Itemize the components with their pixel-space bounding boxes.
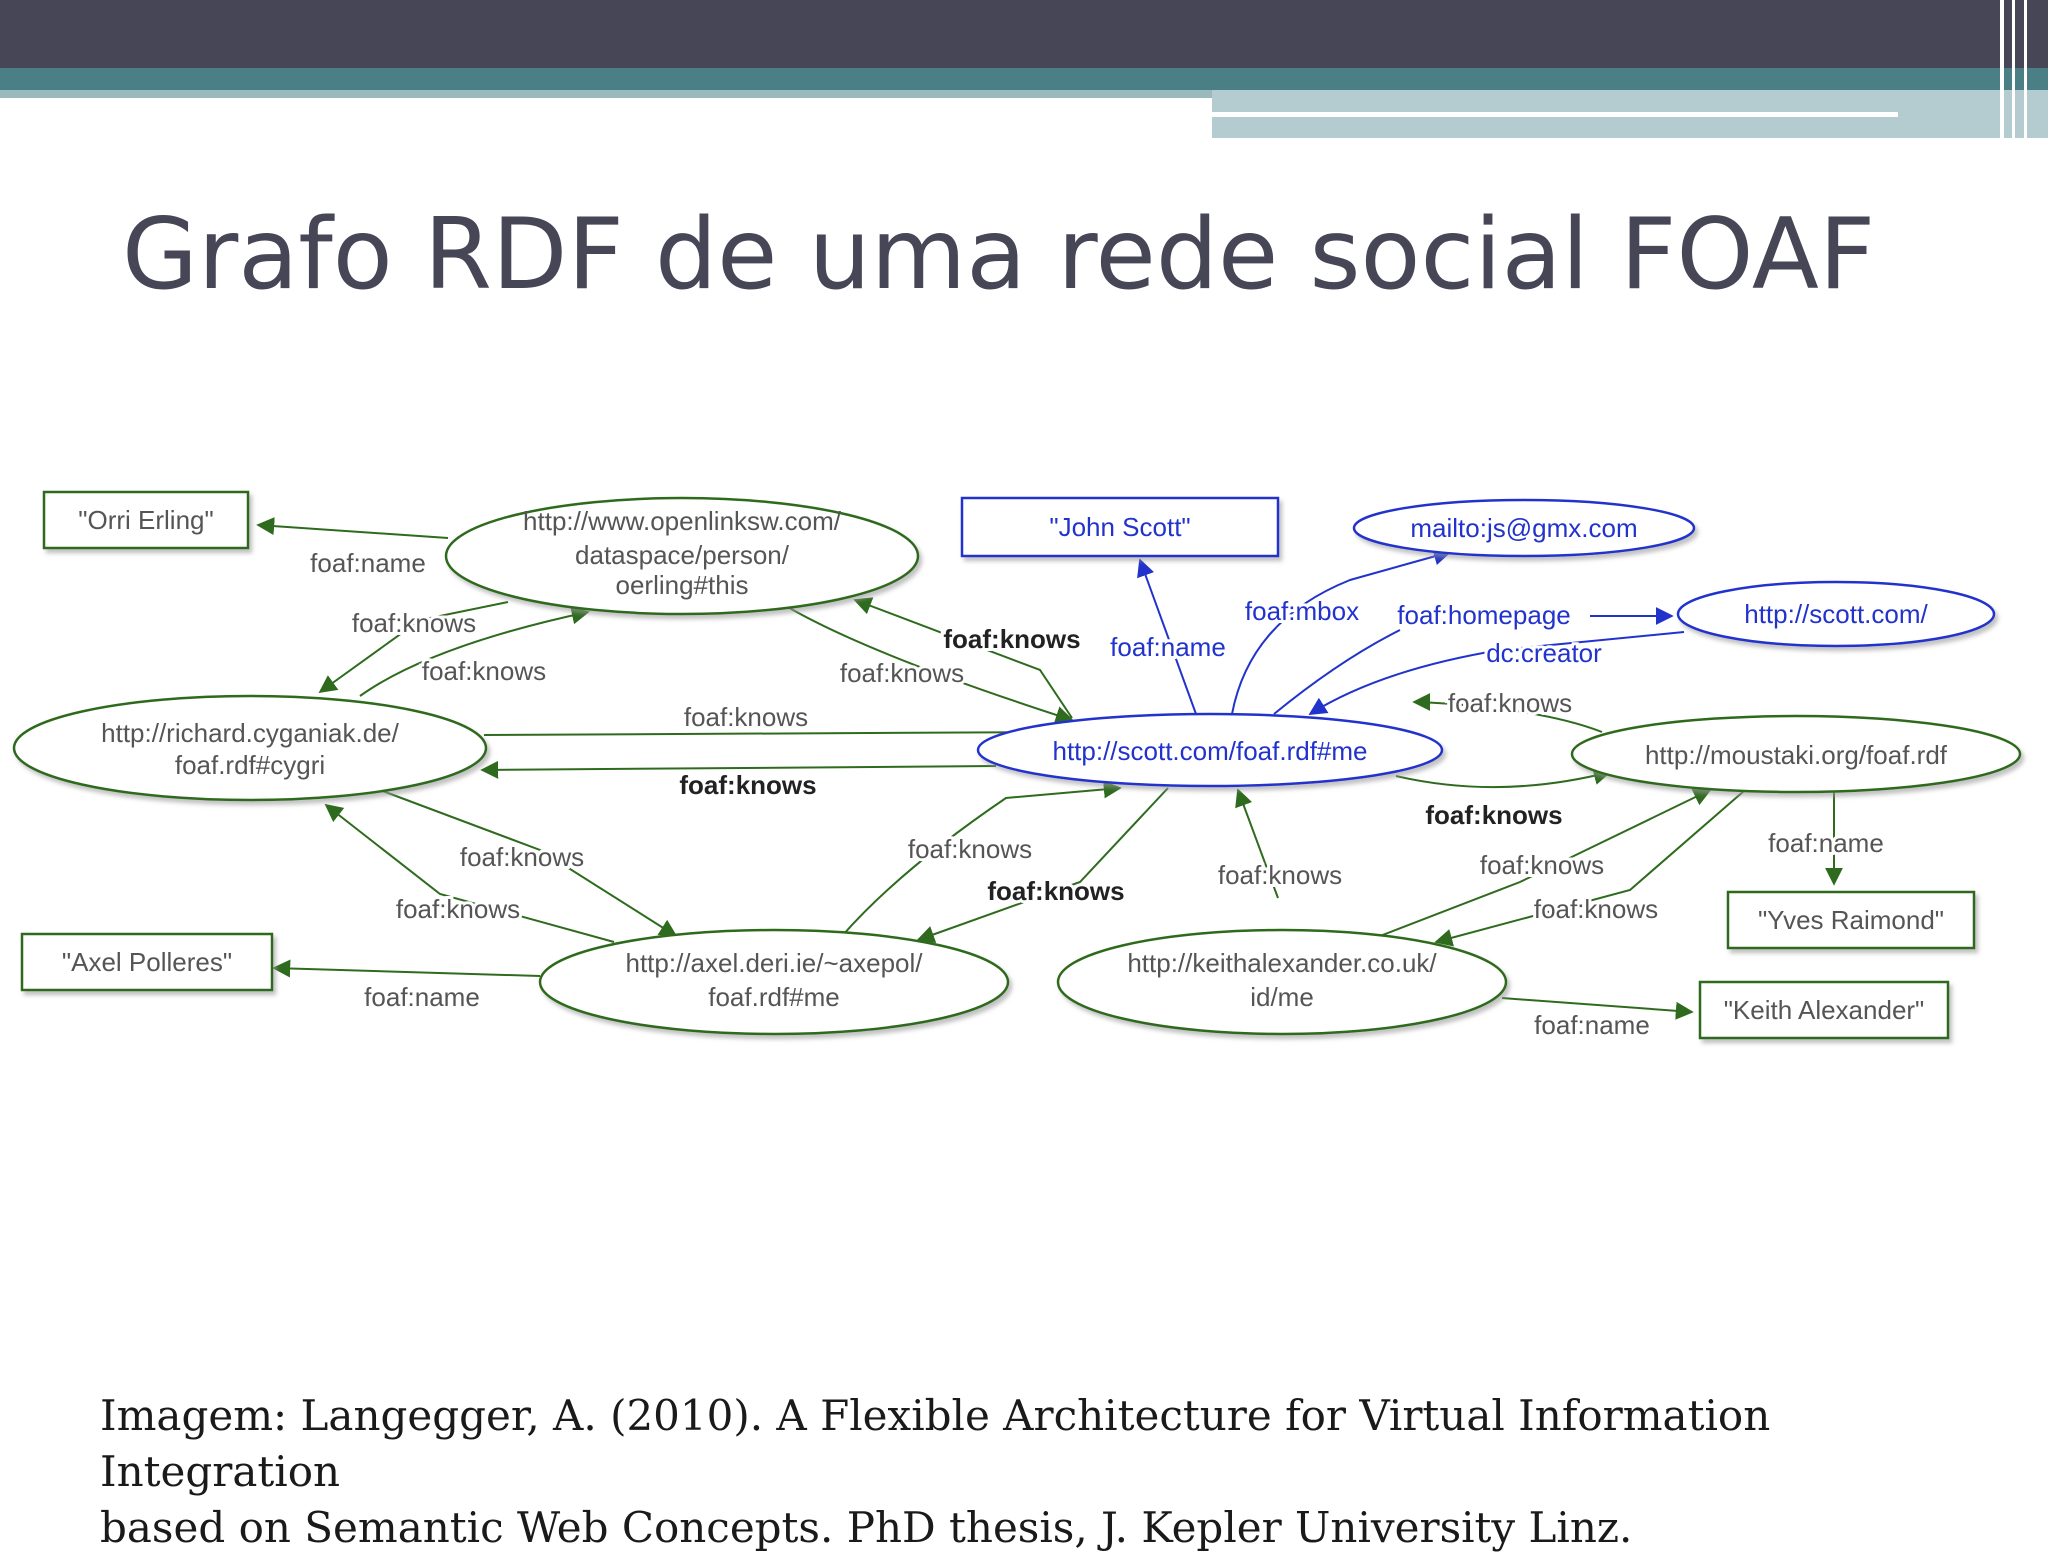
label-moustaki-scott-knows: foaf:knows <box>1448 688 1572 718</box>
header-stripe <box>2000 0 2004 138</box>
edge-cygri-scott <box>483 723 1068 742</box>
literal-axel-name-text: "Axel Polleres" <box>62 947 232 977</box>
slide-title: Grafo RDF de uma rede social FOAF <box>122 198 1876 312</box>
node-axel-line1: http://axel.deri.ie/~axepol/ <box>625 948 923 978</box>
edge-axel-cygri <box>324 803 615 943</box>
literal-yves: "Yves Raimond" <box>1726 890 1976 950</box>
node-openlink: http://www.openlinksw.com/ dataspace/per… <box>444 496 920 616</box>
edge-axel-name <box>272 959 541 978</box>
literal-keith-name-text: "Keith Alexander" <box>1724 995 1925 1025</box>
header-teal-band <box>0 68 2048 90</box>
node-mailto-text: mailto:js@gmx.com <box>1410 513 1637 543</box>
rdf-graph-diagram: "Orri Erling" "John Scott" "Axel Pollere… <box>12 490 2022 1043</box>
edge-openlink-orri <box>256 517 449 539</box>
header-stripe <box>2012 0 2015 138</box>
header-stripe <box>2024 0 2027 138</box>
edge-openlink-scott <box>785 605 1074 724</box>
node-openlink-line2: dataspace/person/ <box>575 540 790 570</box>
label-scott-axel-knows: foaf:knows <box>987 876 1124 906</box>
label-scott-homepage: foaf:homepage <box>1397 600 1570 630</box>
image-citation: Imagem: Langegger, A. (2010). A Flexible… <box>100 1388 2000 1556</box>
node-cygri-line2: foaf.rdf#cygri <box>175 750 325 780</box>
label-keith-scott-knows: foaf:knows <box>1218 860 1342 890</box>
label-keith-moustaki-knows: foaf:knows <box>1480 850 1604 880</box>
node-openlink-line1: http://www.openlinksw.com/ <box>523 506 842 536</box>
literal-orri: "Orri Erling" <box>42 490 250 550</box>
label-cygri-openlink-knows: foaf:knows <box>422 656 546 686</box>
edge-scott-homepage-label <box>1273 629 1401 715</box>
literal-keith-name: "Keith Alexander" <box>1698 980 1950 1040</box>
label-cygri-axel-knows: foaf:knows <box>460 842 584 872</box>
header-light-band <box>0 90 1212 98</box>
node-scott-text: http://scott.com/foaf.rdf#me <box>1052 736 1367 766</box>
node-openlink-line3: oerling#this <box>616 570 749 600</box>
edge-scott-cygri <box>480 760 997 779</box>
label-dc-creator: dc:creator <box>1486 638 1602 668</box>
label-openlink-cygri-knows: foaf:knows <box>352 608 476 638</box>
edge-moustaki-keith <box>1434 783 1753 947</box>
node-homepage-text: http://scott.com/ <box>1744 599 1928 629</box>
header-line <box>1212 112 1898 117</box>
literal-axel-name: "Axel Polleres" <box>20 932 274 992</box>
edge-moustaki-scott <box>1412 693 1603 733</box>
edge-scott-openlink <box>853 597 1073 719</box>
edge-cygri-openlink <box>359 606 590 697</box>
node-homepage: http://scott.com/ <box>1676 580 1996 648</box>
literal-john: "John Scott" <box>960 496 1280 558</box>
label-axel-scott-knows: foaf:knows <box>908 834 1032 864</box>
label-scott-mbox: foaf:mbox <box>1245 596 1359 626</box>
citation-line-1: Imagem: Langegger, A. (2010). A Flexible… <box>100 1391 1771 1496</box>
label-scott-moustaki-knows: foaf:knows <box>1425 800 1562 830</box>
edge-cygri-axel <box>379 789 678 937</box>
edge-scott-mbox <box>1231 547 1452 715</box>
label-cygri-scott-knows: foaf:knows <box>684 702 808 732</box>
label-openlink-name: foaf:name <box>310 548 426 578</box>
node-keith: http://keithalexander.co.uk/ id/me <box>1056 928 1508 1036</box>
node-axel: http://axel.deri.ie/~axepol/ foaf.rdf#me <box>538 928 1010 1036</box>
edge-scott-moustaki <box>1395 767 1612 789</box>
citation-line-2: based on Semantic Web Concepts. PhD thes… <box>100 1503 1633 1552</box>
node-mailto: mailto:js@gmx.com <box>1352 498 1696 558</box>
node-moustaki-text: http://moustaki.org/foaf.rdf <box>1645 740 1948 770</box>
label-moustaki-name: foaf:name <box>1768 828 1884 858</box>
label-scott-john-name: foaf:name <box>1110 632 1226 662</box>
label-scott-openlink-knows: foaf:knows <box>943 624 1080 654</box>
label-openlink-scott-knows: foaf:knows <box>840 658 964 688</box>
edge-axel-scott <box>841 780 1122 937</box>
node-axel-line2: foaf.rdf#me <box>708 982 840 1012</box>
edge-scott-axel <box>916 787 1169 944</box>
literal-john-text: "John Scott" <box>1049 512 1190 542</box>
node-scott: http://scott.com/foaf.rdf#me <box>976 712 1444 788</box>
edge-scott-john <box>1137 558 1197 715</box>
node-moustaki: http://moustaki.org/foaf.rdf <box>1570 714 2022 794</box>
label-axel-name: foaf:name <box>364 982 480 1012</box>
label-scott-cygri-knows: foaf:knows <box>679 770 816 800</box>
edge-keith-scott <box>1235 788 1279 899</box>
edge-homepage-scott <box>1308 631 1685 715</box>
edge-keith-name <box>1501 997 1694 1020</box>
label-moustaki-keith-knows: foaf:knows <box>1534 894 1658 924</box>
label-axel-cygri-knows: foaf:knows <box>396 894 520 924</box>
literal-orri-text: "Orri Erling" <box>78 505 213 535</box>
node-cygri-line1: http://richard.cyganiak.de/ <box>101 718 399 748</box>
edge-openlink-cygri <box>318 601 509 694</box>
node-keith-line1: http://keithalexander.co.uk/ <box>1127 948 1437 978</box>
literal-yves-text: "Yves Raimond" <box>1758 905 1944 935</box>
label-keith-name: foaf:name <box>1534 1010 1650 1040</box>
header-dark-bar <box>0 0 2048 68</box>
node-cygri: http://richard.cyganiak.de/ foaf.rdf#cyg… <box>12 694 488 802</box>
node-keith-line2: id/me <box>1250 982 1314 1012</box>
edge-keith-moustaki <box>1379 788 1712 937</box>
